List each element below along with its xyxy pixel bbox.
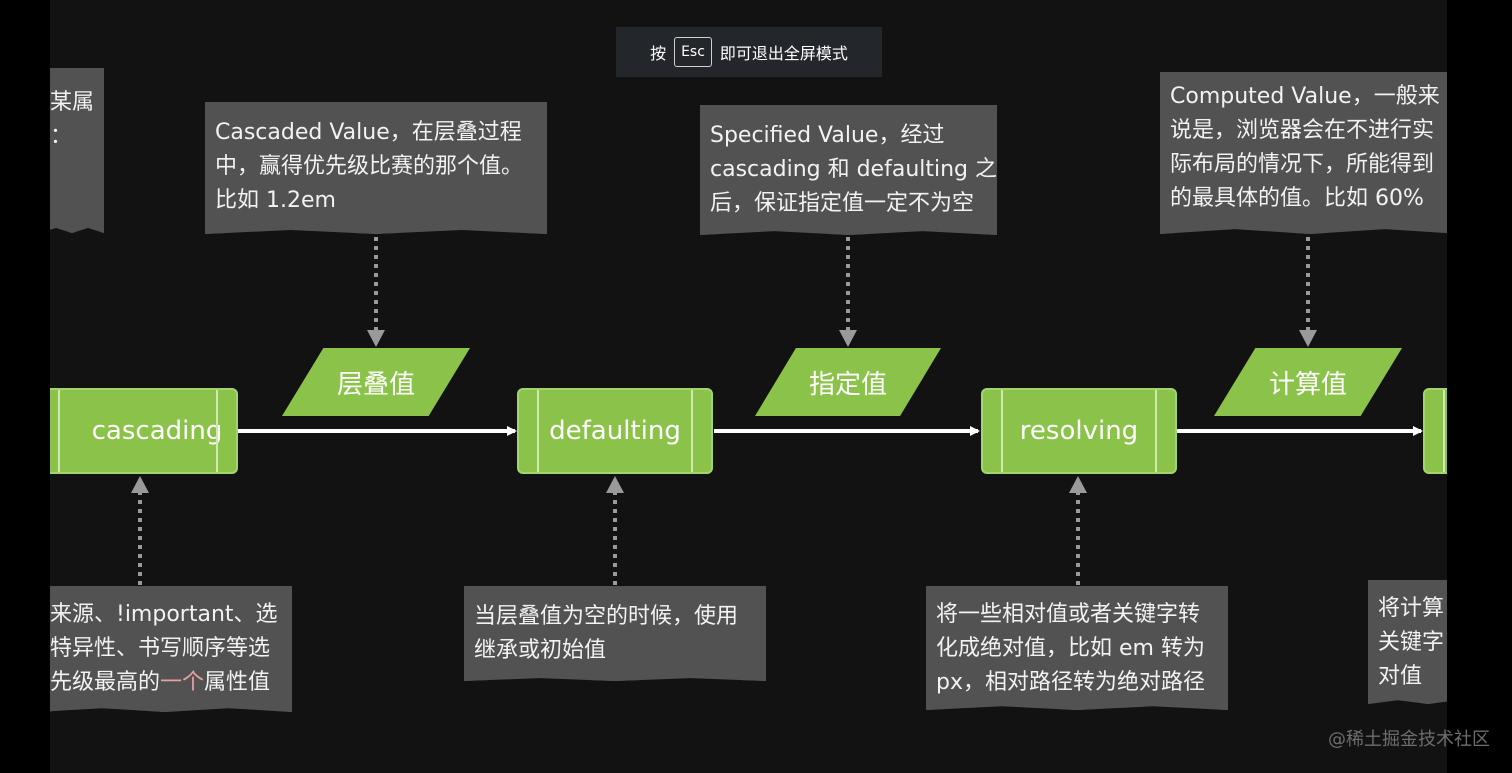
step-label: cascading bbox=[91, 416, 223, 446]
note-text: 来源、!important、选 bbox=[50, 602, 278, 627]
hint-prefix: 按 bbox=[650, 44, 667, 63]
note-line: 说是，浏览器会在不进行实 bbox=[1170, 118, 1435, 143]
note-text: 属性值 bbox=[204, 670, 271, 695]
note-defaulting-desc: 当层叠值为空的时候，使用 继承或初始值 bbox=[464, 586, 766, 681]
note-line: px，相对路径转为绝对路径 bbox=[936, 670, 1205, 695]
note-line: 将一些相对值或者关键字转 bbox=[936, 602, 1201, 627]
note-text: 先级最高的 bbox=[50, 670, 161, 695]
note-line: 后，保证指定值一定不为空 bbox=[710, 191, 975, 216]
arrowhead-defaulting bbox=[606, 476, 624, 493]
note-line: 际布局的情况下，所能得到 bbox=[1170, 152, 1435, 177]
note-line: 关键字 bbox=[1378, 630, 1445, 655]
note-line: 中，赢得优先级比赛的那个值。 bbox=[215, 154, 524, 179]
note-line: 继承或初始值 bbox=[474, 638, 607, 663]
step-cascading: cascading bbox=[50, 388, 238, 474]
highlight-text: 一个 bbox=[160, 670, 205, 695]
note-line: 来源、!important、选 bbox=[50, 598, 282, 632]
arrowhead-specified bbox=[839, 330, 857, 347]
connectors bbox=[131, 237, 1423, 585]
note-line: 化成绝对值，比如 em 转为 bbox=[936, 636, 1205, 661]
note-specified-value: Specified Value，经过 cascading 和 defaultin… bbox=[700, 105, 997, 235]
fullscreen-exit-hint: 按 Esc 即可退出全屏模式 bbox=[616, 27, 882, 77]
note-line: 某属 bbox=[50, 90, 95, 115]
note-line: Computed Value，一般来 bbox=[1170, 84, 1440, 109]
note-text: 特异性、书写顺序等选 bbox=[50, 636, 271, 661]
step-next-partial bbox=[1423, 388, 1447, 474]
note-next-desc: 将计算 关键字 对值 bbox=[1368, 580, 1447, 704]
note-line: 当层叠值为空的时候，使用 bbox=[474, 604, 739, 629]
esc-key-badge[interactable]: Esc bbox=[674, 37, 712, 67]
arrowhead-resolving bbox=[1069, 476, 1087, 493]
note-cascading-desc: 来源、!important、选 特异性、书写顺序等选 先级最高的一个属性值 bbox=[50, 586, 292, 712]
step-defaulting: defaulting bbox=[517, 388, 713, 474]
note-cascaded-value: Cascaded Value，在层叠过程 中，赢得优先级比赛的那个值。 比如 1… bbox=[205, 102, 547, 234]
output-label: 层叠值 bbox=[336, 369, 415, 400]
note-line: 将计算 bbox=[1378, 596, 1445, 621]
note-line: Cascaded Value，在层叠过程 bbox=[215, 120, 522, 145]
note-computed-value: Computed Value，一般来 说是，浏览器会在不进行实 际布局的情况下，… bbox=[1160, 72, 1447, 234]
output-label: 计算值 bbox=[1268, 369, 1347, 400]
step-label: defaulting bbox=[549, 416, 681, 446]
note-top-0: 某属 ： bbox=[50, 68, 104, 233]
note-line: 的最具体的值。比如 60% bbox=[1170, 186, 1424, 211]
note-line: 对值 bbox=[1378, 664, 1423, 689]
note-line: 先级最高的一个属性值 bbox=[50, 666, 282, 700]
step-resolving: resolving bbox=[981, 388, 1177, 474]
arrowhead-cascading bbox=[131, 476, 149, 493]
note-line: ： bbox=[50, 124, 73, 149]
hint-suffix: 即可退出全屏模式 bbox=[719, 44, 848, 63]
note-line: cascading 和 defaulting 之 bbox=[710, 157, 998, 182]
arrowhead-computed bbox=[1299, 330, 1317, 347]
output-label: 指定值 bbox=[808, 369, 887, 400]
diagram-canvas: 某属 ： Cascaded Value，在层叠过程 中，赢得优先级比赛的那个值。… bbox=[50, 0, 1447, 773]
step-label: resolving bbox=[1019, 416, 1139, 446]
arrowhead-cascaded bbox=[367, 330, 385, 347]
note-line: Specified Value，经过 bbox=[710, 123, 945, 148]
note-line: 特异性、书写顺序等选 bbox=[50, 632, 282, 666]
note-resolving-desc: 将一些相对值或者关键字转 化成绝对值，比如 em 转为 px，相对路径转为绝对路… bbox=[926, 586, 1228, 710]
watermark: @稀土掘金技术社区 bbox=[1328, 729, 1490, 750]
note-line: 比如 1.2em bbox=[215, 188, 336, 213]
